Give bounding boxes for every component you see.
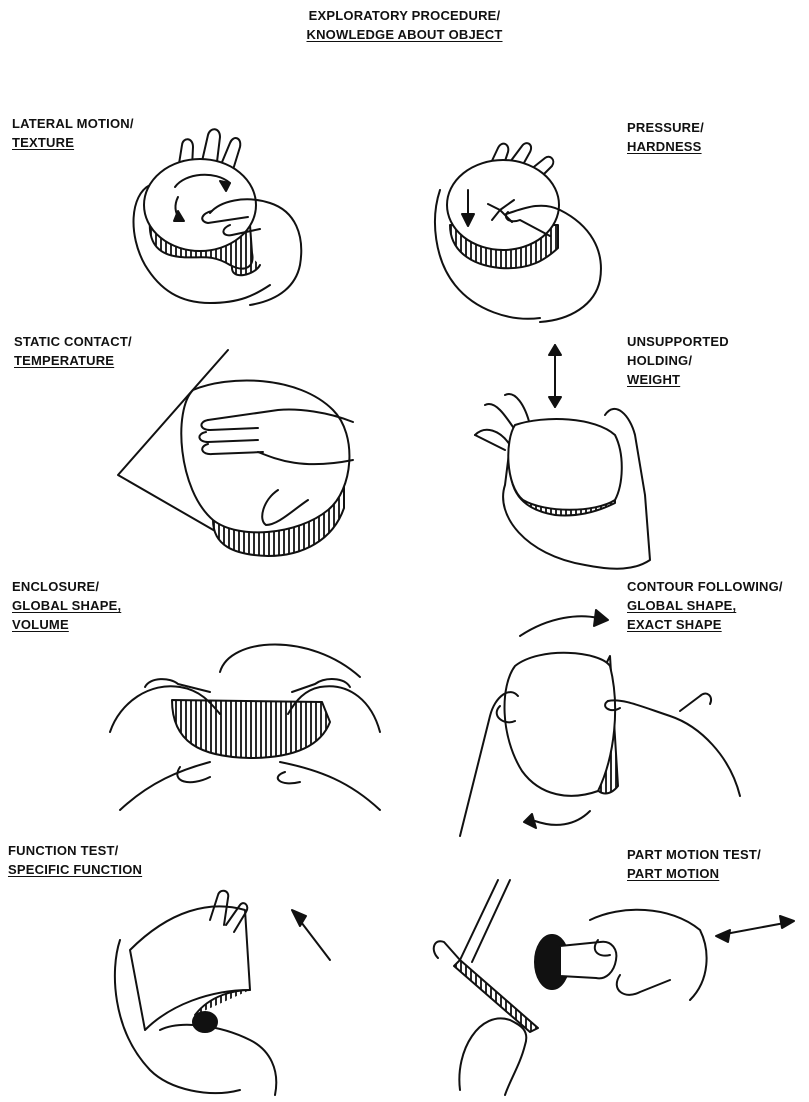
label-static-contact: STATIC CONTACT/ TEMPERATURE xyxy=(14,332,132,370)
procedure-name: STATIC CONTACT/ xyxy=(14,332,132,351)
fingers xyxy=(617,975,670,995)
tracing-hand-outline xyxy=(608,700,740,796)
knowledge-name: HARDNESS xyxy=(627,137,704,156)
object-opening xyxy=(193,1012,217,1032)
thumbs xyxy=(177,767,300,783)
pressure-illustration xyxy=(430,140,630,325)
enclosure-illustration xyxy=(110,632,390,814)
knowledge-name-2: VOLUME xyxy=(12,615,121,634)
part-motion-test-illustration xyxy=(420,880,800,1100)
other-hand-outline xyxy=(160,1025,276,1095)
left-hand-bottom xyxy=(120,762,210,810)
procedure-name: PRESSURE/ xyxy=(627,118,704,137)
procedure-name: PART MOTION TEST/ xyxy=(627,845,761,864)
direction-arrow-shaft xyxy=(298,918,330,960)
arrow-head-up xyxy=(549,345,561,355)
knowledge-name: GLOBAL SHAPE, xyxy=(12,596,121,615)
right-fingers xyxy=(292,679,350,692)
handle xyxy=(560,942,616,979)
title-line-1: EXPLORATORY PROCEDURE/ xyxy=(0,6,809,25)
left-fingers xyxy=(145,679,210,692)
knowledge-name: TEMPERATURE xyxy=(14,351,132,370)
knowledge-name: SPECIFIC FUNCTION xyxy=(8,860,142,879)
object-top-outline xyxy=(220,645,360,678)
unsupported-holding-illustration xyxy=(465,345,665,580)
object-top xyxy=(505,653,616,796)
left-knob xyxy=(434,941,460,960)
procedure-name: ENCLOSURE/ xyxy=(12,577,121,596)
procedure-name: FUNCTION TEST/ xyxy=(8,841,142,860)
bottom-arrow-head xyxy=(524,814,536,828)
contour-following-illustration xyxy=(460,596,760,838)
arrow-head-left xyxy=(716,930,730,942)
static-contact-illustration xyxy=(118,350,368,570)
function-test-illustration xyxy=(100,880,345,1100)
label-function-test: FUNCTION TEST/ SPECIFIC FUNCTION xyxy=(8,841,142,879)
object-panel xyxy=(130,906,250,1030)
procedure-name: LATERAL MOTION/ xyxy=(12,114,134,133)
label-pressure: PRESSURE/ HARDNESS xyxy=(627,118,704,156)
object-top xyxy=(144,159,256,251)
object-hatched-side xyxy=(454,960,538,1032)
direction-arrow-head xyxy=(292,910,306,926)
object-top xyxy=(181,380,349,532)
label-lateral-motion: LATERAL MOTION/ TEXTURE xyxy=(12,114,134,152)
knowledge-name: TEXTURE xyxy=(12,133,134,152)
raised-finger xyxy=(680,694,711,711)
arrow-head-right xyxy=(780,916,794,928)
object-side-hatched xyxy=(172,700,330,758)
object-top xyxy=(508,419,621,510)
title-line-2: KNOWLEDGE ABOUT OBJECT xyxy=(0,25,809,44)
arrow-head-down xyxy=(549,397,561,407)
label-part-motion-test: PART MOTION TEST/ PART MOTION xyxy=(627,845,761,883)
label-enclosure: ENCLOSURE/ GLOBAL SHAPE, VOLUME xyxy=(12,577,121,634)
bottom-curved-arrow xyxy=(535,811,590,825)
diagram-title: EXPLORATORY PROCEDURE/ KNOWLEDGE ABOUT O… xyxy=(0,6,809,44)
top-arrow-head xyxy=(594,610,608,626)
holding-hand xyxy=(459,1018,526,1095)
top-curved-arrow xyxy=(520,616,598,636)
lateral-motion-illustration xyxy=(120,125,320,310)
right-hand-bottom xyxy=(280,762,380,810)
